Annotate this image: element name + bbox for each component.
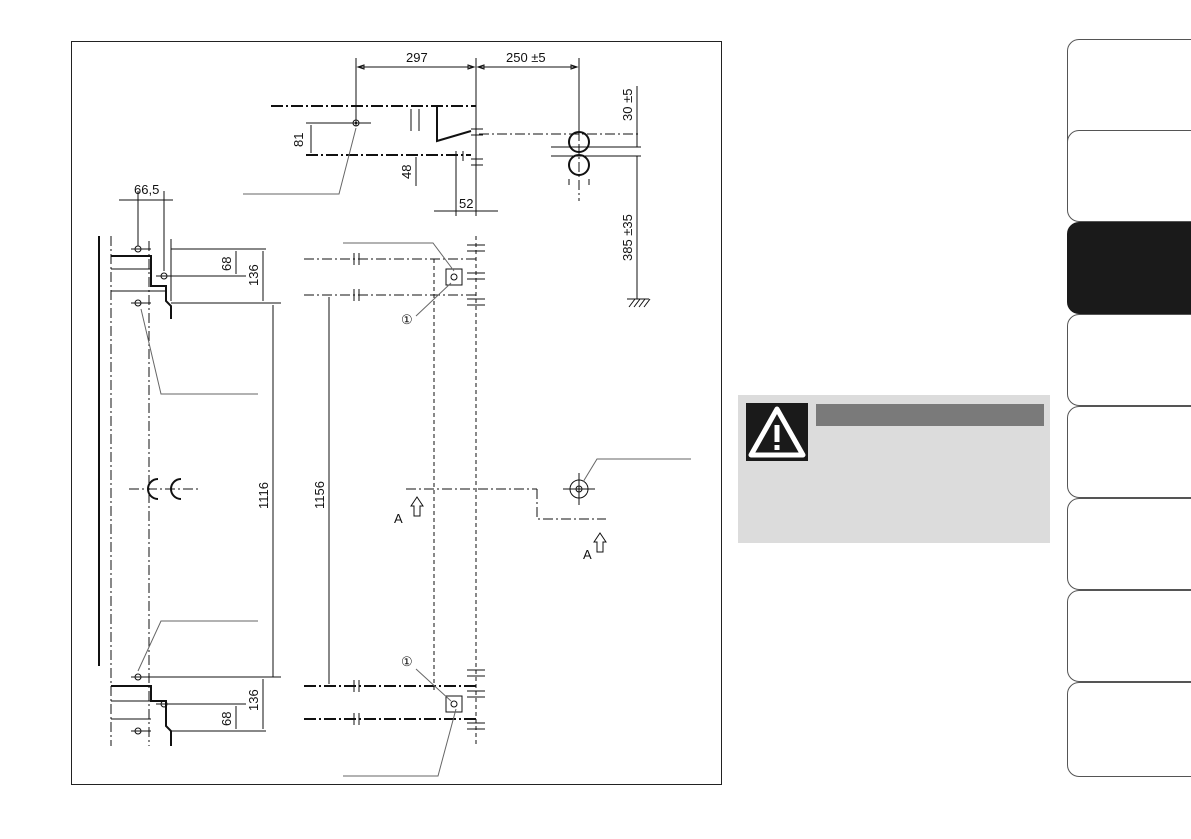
- technical-drawing: 297 250 ±5 81 48 52: [98, 50, 691, 777]
- dim-250: 250 ±5: [506, 50, 546, 65]
- nav-tab-2[interactable]: [1067, 130, 1191, 222]
- dim-297: 297: [406, 50, 428, 65]
- front-view: 1156 ① ① A A: [304, 236, 691, 777]
- left-side-view: 66,5 68 136 1116: [98, 182, 281, 746]
- dim-81: 81: [291, 133, 306, 147]
- nav-tab-5[interactable]: [1067, 406, 1191, 498]
- dim-48: 48: [399, 165, 414, 179]
- dim-385: 385 ±35: [620, 214, 635, 261]
- section-a-right: A: [583, 547, 592, 562]
- nav-tab-3[interactable]: [1067, 222, 1191, 314]
- section-a-left: A: [394, 511, 403, 526]
- dim-136-bottom: 136: [246, 689, 261, 711]
- dim-68-bottom: 68: [219, 712, 234, 726]
- warning-triangle-icon: [746, 403, 808, 461]
- dim-68-top: 68: [219, 257, 234, 271]
- warning-title: [816, 404, 1044, 426]
- technical-drawing-frame: 297 250 ±5 81 48 52: [71, 41, 722, 785]
- nav-tab-7[interactable]: [1067, 590, 1191, 682]
- dim-30: 30 ±5: [620, 89, 635, 121]
- warning-box: [738, 395, 1050, 543]
- marker-1-bottom: ①: [401, 654, 413, 669]
- dim-1116: 1116: [256, 482, 271, 509]
- dim-1156: 1156: [312, 481, 327, 509]
- dim-136-top: 136: [246, 264, 261, 286]
- nav-tab-8[interactable]: [1067, 682, 1191, 777]
- top-view: 297 250 ±5 81 48 52: [243, 50, 651, 308]
- dim-52: 52: [459, 196, 473, 211]
- dim-66-5: 66,5: [134, 182, 159, 197]
- marker-1-top: ①: [401, 312, 413, 327]
- nav-tab-6[interactable]: [1067, 498, 1191, 590]
- nav-tab-4[interactable]: [1067, 314, 1191, 406]
